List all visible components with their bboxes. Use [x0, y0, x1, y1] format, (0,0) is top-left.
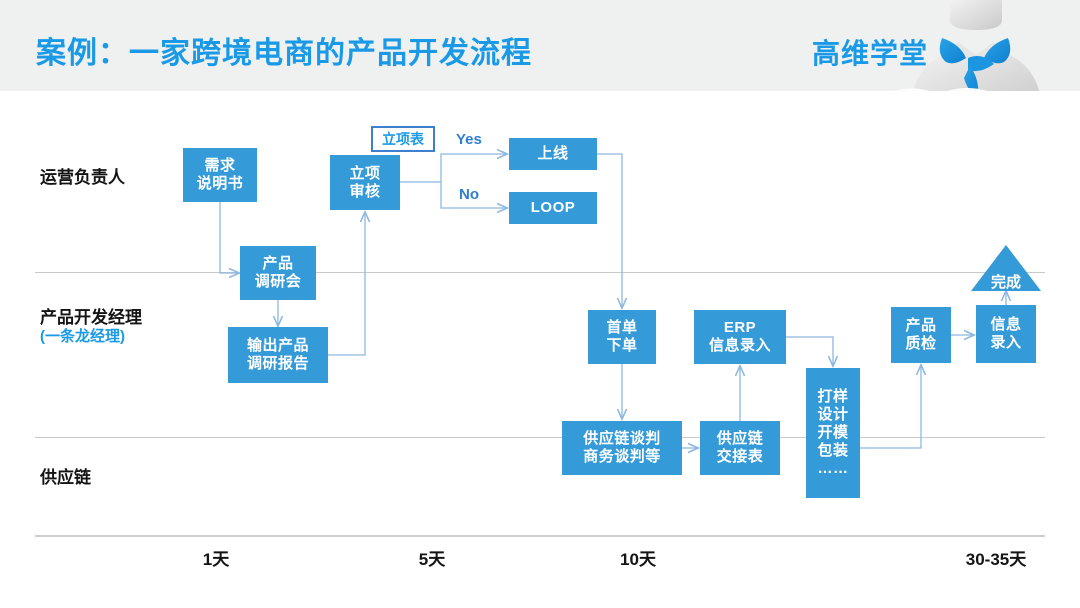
node-complete[interactable]: 完成: [971, 245, 1041, 291]
node-golive[interactable]: 上线: [509, 138, 597, 170]
axis-tick-3: 30-35天: [965, 550, 1027, 569]
page-title: 案例：一家跨境电商的产品开发流程: [36, 37, 532, 70]
lane-divider-1: [35, 272, 1045, 273]
wire-review-yes-to-golive: [400, 154, 506, 183]
node-info-entry[interactable]: 信息录入: [976, 305, 1036, 363]
slide-header: 案例：一家跨境电商的产品开发流程 高维学堂: [0, 0, 1080, 91]
node-product-research-meeting[interactable]: 产品调研会: [240, 246, 316, 300]
node-project-review-label: 立项审核: [349, 164, 381, 200]
lane-label-operations-text: 运营负责人: [40, 168, 125, 187]
lane-label-product-manager-text: 产品开发经理: [40, 308, 142, 327]
node-first-order[interactable]: 首单下单: [588, 310, 656, 364]
axis-tick-1: 5天: [418, 550, 446, 569]
axis-tick-2: 10天: [620, 550, 656, 569]
timeline-axis: [35, 535, 1045, 537]
node-loop[interactable]: LOOP: [509, 192, 597, 224]
node-golive-label: 上线: [537, 145, 569, 163]
node-supply-negotiation[interactable]: 供应链谈判商务谈判等: [562, 421, 682, 475]
branch-label-yes: Yes: [456, 131, 482, 148]
wire-review-no-to-loop: [440, 182, 506, 208]
wire-requirements-to-research-meeting: [219, 202, 238, 273]
node-quality-check-label: 产品质检: [905, 317, 937, 352]
node-requirements-spec-label: 需求说明书: [196, 157, 244, 192]
lane-label-operations: 运营负责人: [40, 167, 125, 188]
node-first-order-label: 首单下单: [606, 319, 638, 354]
wire-report-to-project-review: [328, 213, 365, 356]
node-supply-handover-label: 供应链交接表: [716, 430, 764, 465]
node-complete-label: 完成: [990, 274, 1021, 291]
wire-golive-to-first-order: [597, 153, 622, 307]
node-product-research-meeting-label: 产品调研会: [254, 255, 302, 290]
wire-erp-to-sampling: [786, 336, 833, 365]
node-research-report[interactable]: 输出产品调研报告: [228, 327, 328, 383]
brand-label: 高维学堂: [812, 38, 929, 69]
node-supply-handover[interactable]: 供应链交接表: [700, 421, 780, 475]
student-with-book-illustration: [893, 0, 1040, 91]
lane-divider-2: [35, 437, 1045, 438]
node-loop-label: LOOP: [530, 199, 576, 217]
node-project-table-label: 立项表: [382, 131, 424, 147]
lane-label-product-manager-sub: (一条龙经理): [40, 328, 125, 346]
node-requirements-spec[interactable]: 需求说明书: [183, 148, 257, 202]
node-sampling[interactable]: 打样设计开模包装……: [806, 368, 860, 498]
node-project-review[interactable]: 立项审核: [330, 155, 400, 210]
branch-label-no: No: [459, 186, 479, 203]
node-quality-check[interactable]: 产品质检: [891, 307, 951, 363]
node-project-table[interactable]: 立项表: [371, 126, 435, 152]
node-supply-negotiation-label: 供应链谈判商务谈判等: [583, 430, 661, 465]
lane-label-product-manager: 产品开发经理 (一条龙经理): [40, 307, 142, 347]
node-info-entry-label: 信息录入: [990, 316, 1022, 351]
node-research-report-label: 输出产品调研报告: [246, 337, 309, 372]
wire-sampling-to-quality-check: [860, 366, 921, 449]
node-sampling-label: 打样设计开模包装……: [817, 388, 849, 477]
axis-tick-0: 1天: [202, 550, 230, 569]
lane-label-supply-chain-text: 供应链: [40, 468, 91, 487]
lane-label-supply-chain: 供应链: [40, 467, 91, 488]
